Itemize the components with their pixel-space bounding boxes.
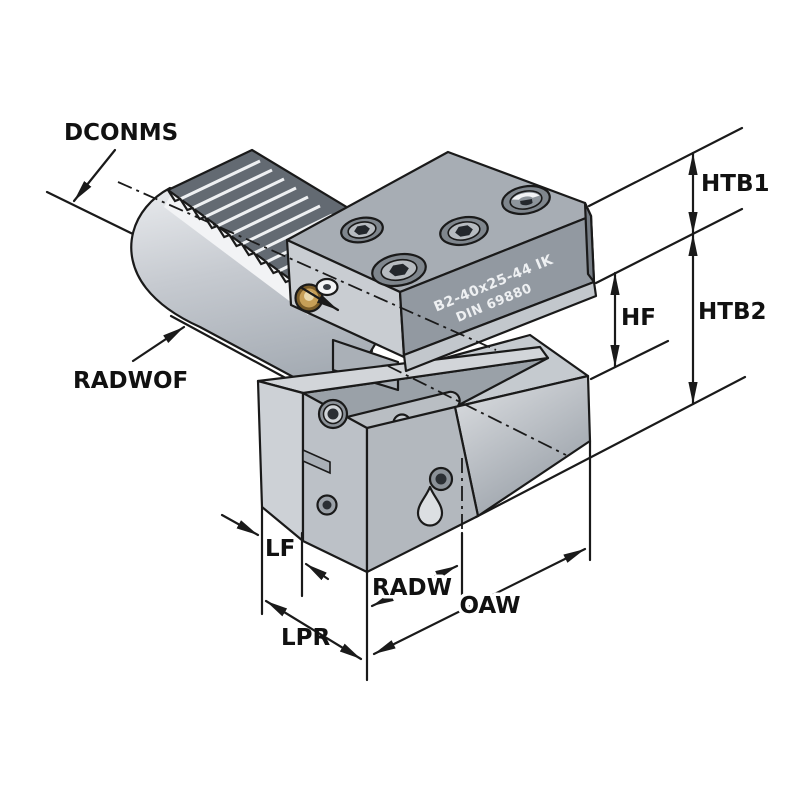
screw-icon — [340, 216, 384, 244]
label-radw: RADW — [372, 575, 452, 601]
screw-icon — [501, 184, 551, 216]
radwof-extension-line — [169, 314, 295, 384]
radwof-upper-arrow — [300, 286, 340, 312]
front-wall-left-face — [256, 379, 305, 543]
radwof-leader-arrow — [131, 325, 186, 363]
channel-step — [302, 448, 331, 475]
label-htb2: HTB2 — [698, 299, 766, 325]
lower-block-tool-seat — [256, 333, 592, 574]
ext-top-of-head — [587, 126, 744, 208]
dim-lf-right-arrow — [304, 562, 330, 581]
label-htb1: HTB1 — [701, 171, 769, 197]
screw-icon — [439, 215, 489, 247]
ext-seat-floor — [589, 339, 670, 381]
shank-highlight — [164, 193, 316, 315]
shank-axis-centerline — [117, 181, 497, 351]
side-hole-small — [316, 494, 338, 516]
clamp-strip — [402, 280, 598, 373]
dimension-lines — [72, 148, 698, 661]
label-lf: LF — [265, 536, 295, 562]
ext-bottom-of-head — [594, 207, 744, 285]
dim-lpr — [264, 599, 363, 661]
seat-axis-centerline — [387, 365, 567, 456]
label-oaw: OAW — [459, 593, 520, 619]
clamp-screws — [340, 184, 551, 288]
label-dconms: DCONMS — [64, 120, 178, 146]
screw-icon — [371, 252, 427, 288]
dconms-leader-arrow — [72, 148, 117, 203]
label-lpr: LPR — [281, 625, 331, 651]
side-mount-hole-threaded — [317, 398, 349, 430]
label-radwof: RADWOF — [73, 368, 188, 394]
dash-dot-centerline — [117, 181, 567, 533]
label-hf: HF — [621, 305, 656, 331]
coolant-outlet — [416, 466, 454, 527]
dimension-labels: DCONMS RADWOF HTB1 HTB2 HF LF RADW OAW L… — [64, 120, 769, 651]
coolant-drop-icon — [416, 485, 444, 527]
dim-oaw — [372, 547, 587, 656]
coolant-inlet-gold — [294, 283, 324, 313]
dim-lf-left-arrow — [220, 513, 260, 537]
ext-block-bottom — [474, 375, 747, 519]
washer-hole — [315, 277, 339, 297]
